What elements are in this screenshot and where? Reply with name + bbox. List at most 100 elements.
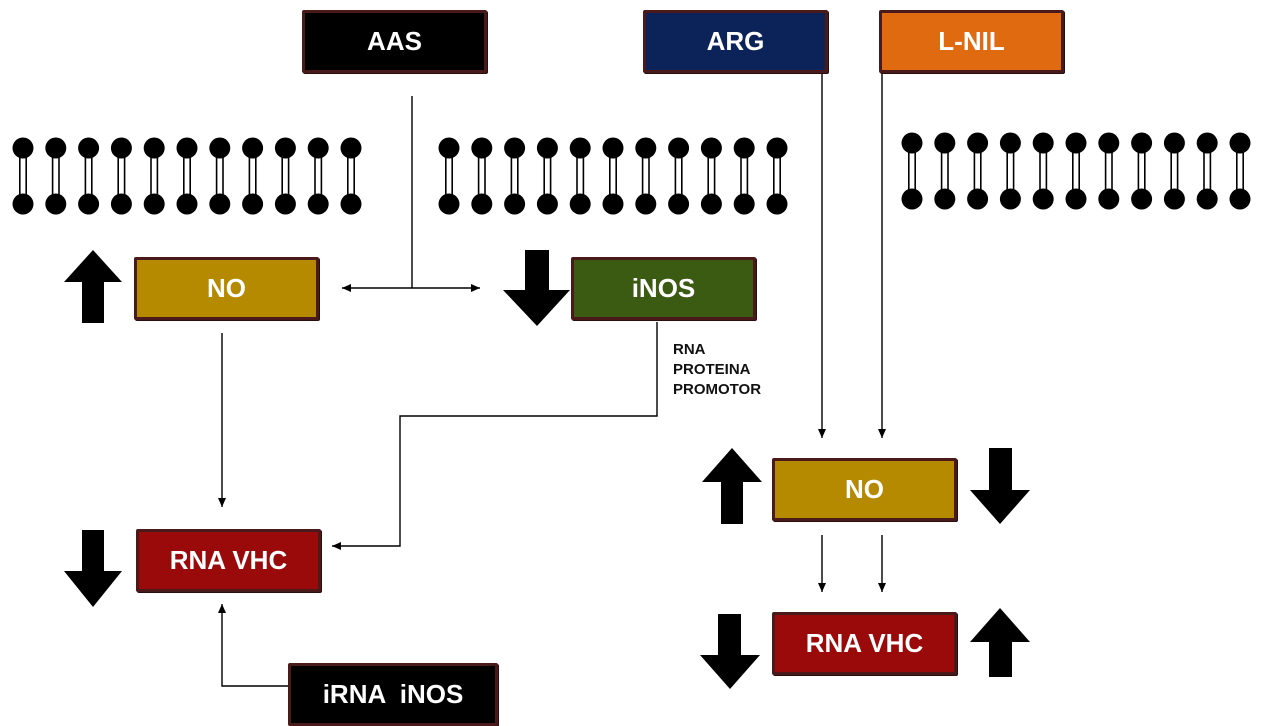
lipid-head (1229, 188, 1251, 210)
lipid-head (110, 137, 132, 159)
inos-notes: RNA PROTEINA PROMOTOR (673, 340, 761, 400)
lipid-head (1098, 188, 1120, 210)
lipid-head (307, 137, 329, 159)
rna-vhc-label-left: RNA VHC (169, 545, 288, 575)
lipid-head (700, 137, 722, 159)
no-box-left: NO (134, 257, 319, 320)
lipid-head (668, 137, 690, 159)
irna-inos-box: iRNA iNOS (288, 663, 498, 726)
lipid-head (242, 193, 264, 215)
inos-note-rna: RNA (673, 341, 706, 358)
lipid-head (569, 137, 591, 159)
up-arrow-icon (970, 608, 1030, 677)
lipid-head (766, 137, 788, 159)
down-arrow-icon (700, 614, 760, 689)
inos-label: iNOS (631, 273, 696, 303)
lipid-head (209, 137, 231, 159)
lipid-head (536, 137, 558, 159)
lipid-head (45, 137, 67, 159)
inos-note-proteina: PROTEINA (673, 361, 751, 378)
lipid-head (307, 193, 329, 215)
no-label-right: NO (845, 474, 884, 504)
lipid-head (504, 193, 526, 215)
no-box-right: NO (772, 458, 957, 521)
lipid-head (967, 132, 989, 154)
inos-to-rna-vhc-arrow (332, 322, 658, 550)
lipid-head (635, 137, 657, 159)
lipid-head (1196, 132, 1218, 154)
lipid-head (1163, 132, 1185, 154)
lipid-head (176, 137, 198, 159)
arg-label: ARG (706, 26, 765, 56)
lipid-head (733, 193, 755, 215)
lipid-head (78, 193, 100, 215)
lipid-head (12, 137, 34, 159)
up-arrow-icon (64, 250, 122, 323)
lipid-head (635, 193, 657, 215)
indicator-arrows (64, 250, 1030, 689)
lipid-head (766, 193, 788, 215)
rna-vhc-box-right: RNA VHC (772, 612, 957, 675)
lipid-head (143, 193, 165, 215)
lipid-head (78, 137, 100, 159)
lipid-head (1065, 188, 1087, 210)
lipid-head (999, 132, 1021, 154)
aas-label: AAS (367, 26, 422, 56)
lipid-head (242, 137, 264, 159)
down-arrow-icon (64, 530, 122, 607)
lipid-head (1032, 188, 1054, 210)
down-arrow-icon (503, 250, 570, 326)
lipid-head (274, 193, 296, 215)
rna-vhc-box-left: RNA VHC (136, 529, 321, 592)
lipid-head (1196, 188, 1218, 210)
lipid-head (438, 137, 460, 159)
irna-inos-label: iRNA iNOS (322, 679, 464, 709)
lipid-head (901, 132, 923, 154)
lipid-head (340, 193, 362, 215)
lipid-head (536, 193, 558, 215)
lipid-head (901, 188, 923, 210)
lipid-head (438, 193, 460, 215)
rna-vhc-label-right: RNA VHC (805, 628, 924, 658)
lipid-head (471, 193, 493, 215)
cell-membrane (12, 132, 1251, 215)
lipid-head (1131, 132, 1153, 154)
lipid-head (209, 193, 231, 215)
aas-box: AAS (302, 10, 487, 73)
lipid-head (504, 137, 526, 159)
lipid-head (602, 193, 624, 215)
lnil-box: L-NIL (879, 10, 1064, 73)
lipid-head (967, 188, 989, 210)
arg-box: ARG (643, 10, 828, 73)
lipid-head (569, 193, 591, 215)
lipid-head (934, 132, 956, 154)
irna-inos-to-rna-vhc-arrow (218, 604, 290, 687)
lipid-head (700, 193, 722, 215)
lipid-head (1163, 188, 1185, 210)
lipid-head (471, 137, 493, 159)
lipid-head (12, 193, 34, 215)
lipid-head (1065, 132, 1087, 154)
lipid-head (1229, 132, 1251, 154)
lipid-head (45, 193, 67, 215)
connector-lines (218, 72, 886, 687)
lipid-head (602, 137, 624, 159)
lipid-head (1131, 188, 1153, 210)
no-label-left: NO (207, 273, 246, 303)
down-arrow-icon (970, 448, 1030, 524)
lipid-head (999, 188, 1021, 210)
lipid-head (110, 193, 132, 215)
lipid-head (176, 193, 198, 215)
lipid-head (1032, 132, 1054, 154)
lipid-head (143, 137, 165, 159)
lipid-head (934, 188, 956, 210)
lipid-head (668, 193, 690, 215)
lnil-label: L-NIL (938, 26, 1005, 56)
lipid-head (1098, 132, 1120, 154)
inos-box: iNOS (571, 257, 756, 320)
inos-note-promotor: PROMOTOR (673, 381, 762, 398)
lipid-head (733, 137, 755, 159)
lipid-head (340, 137, 362, 159)
up-arrow-icon (702, 448, 762, 524)
